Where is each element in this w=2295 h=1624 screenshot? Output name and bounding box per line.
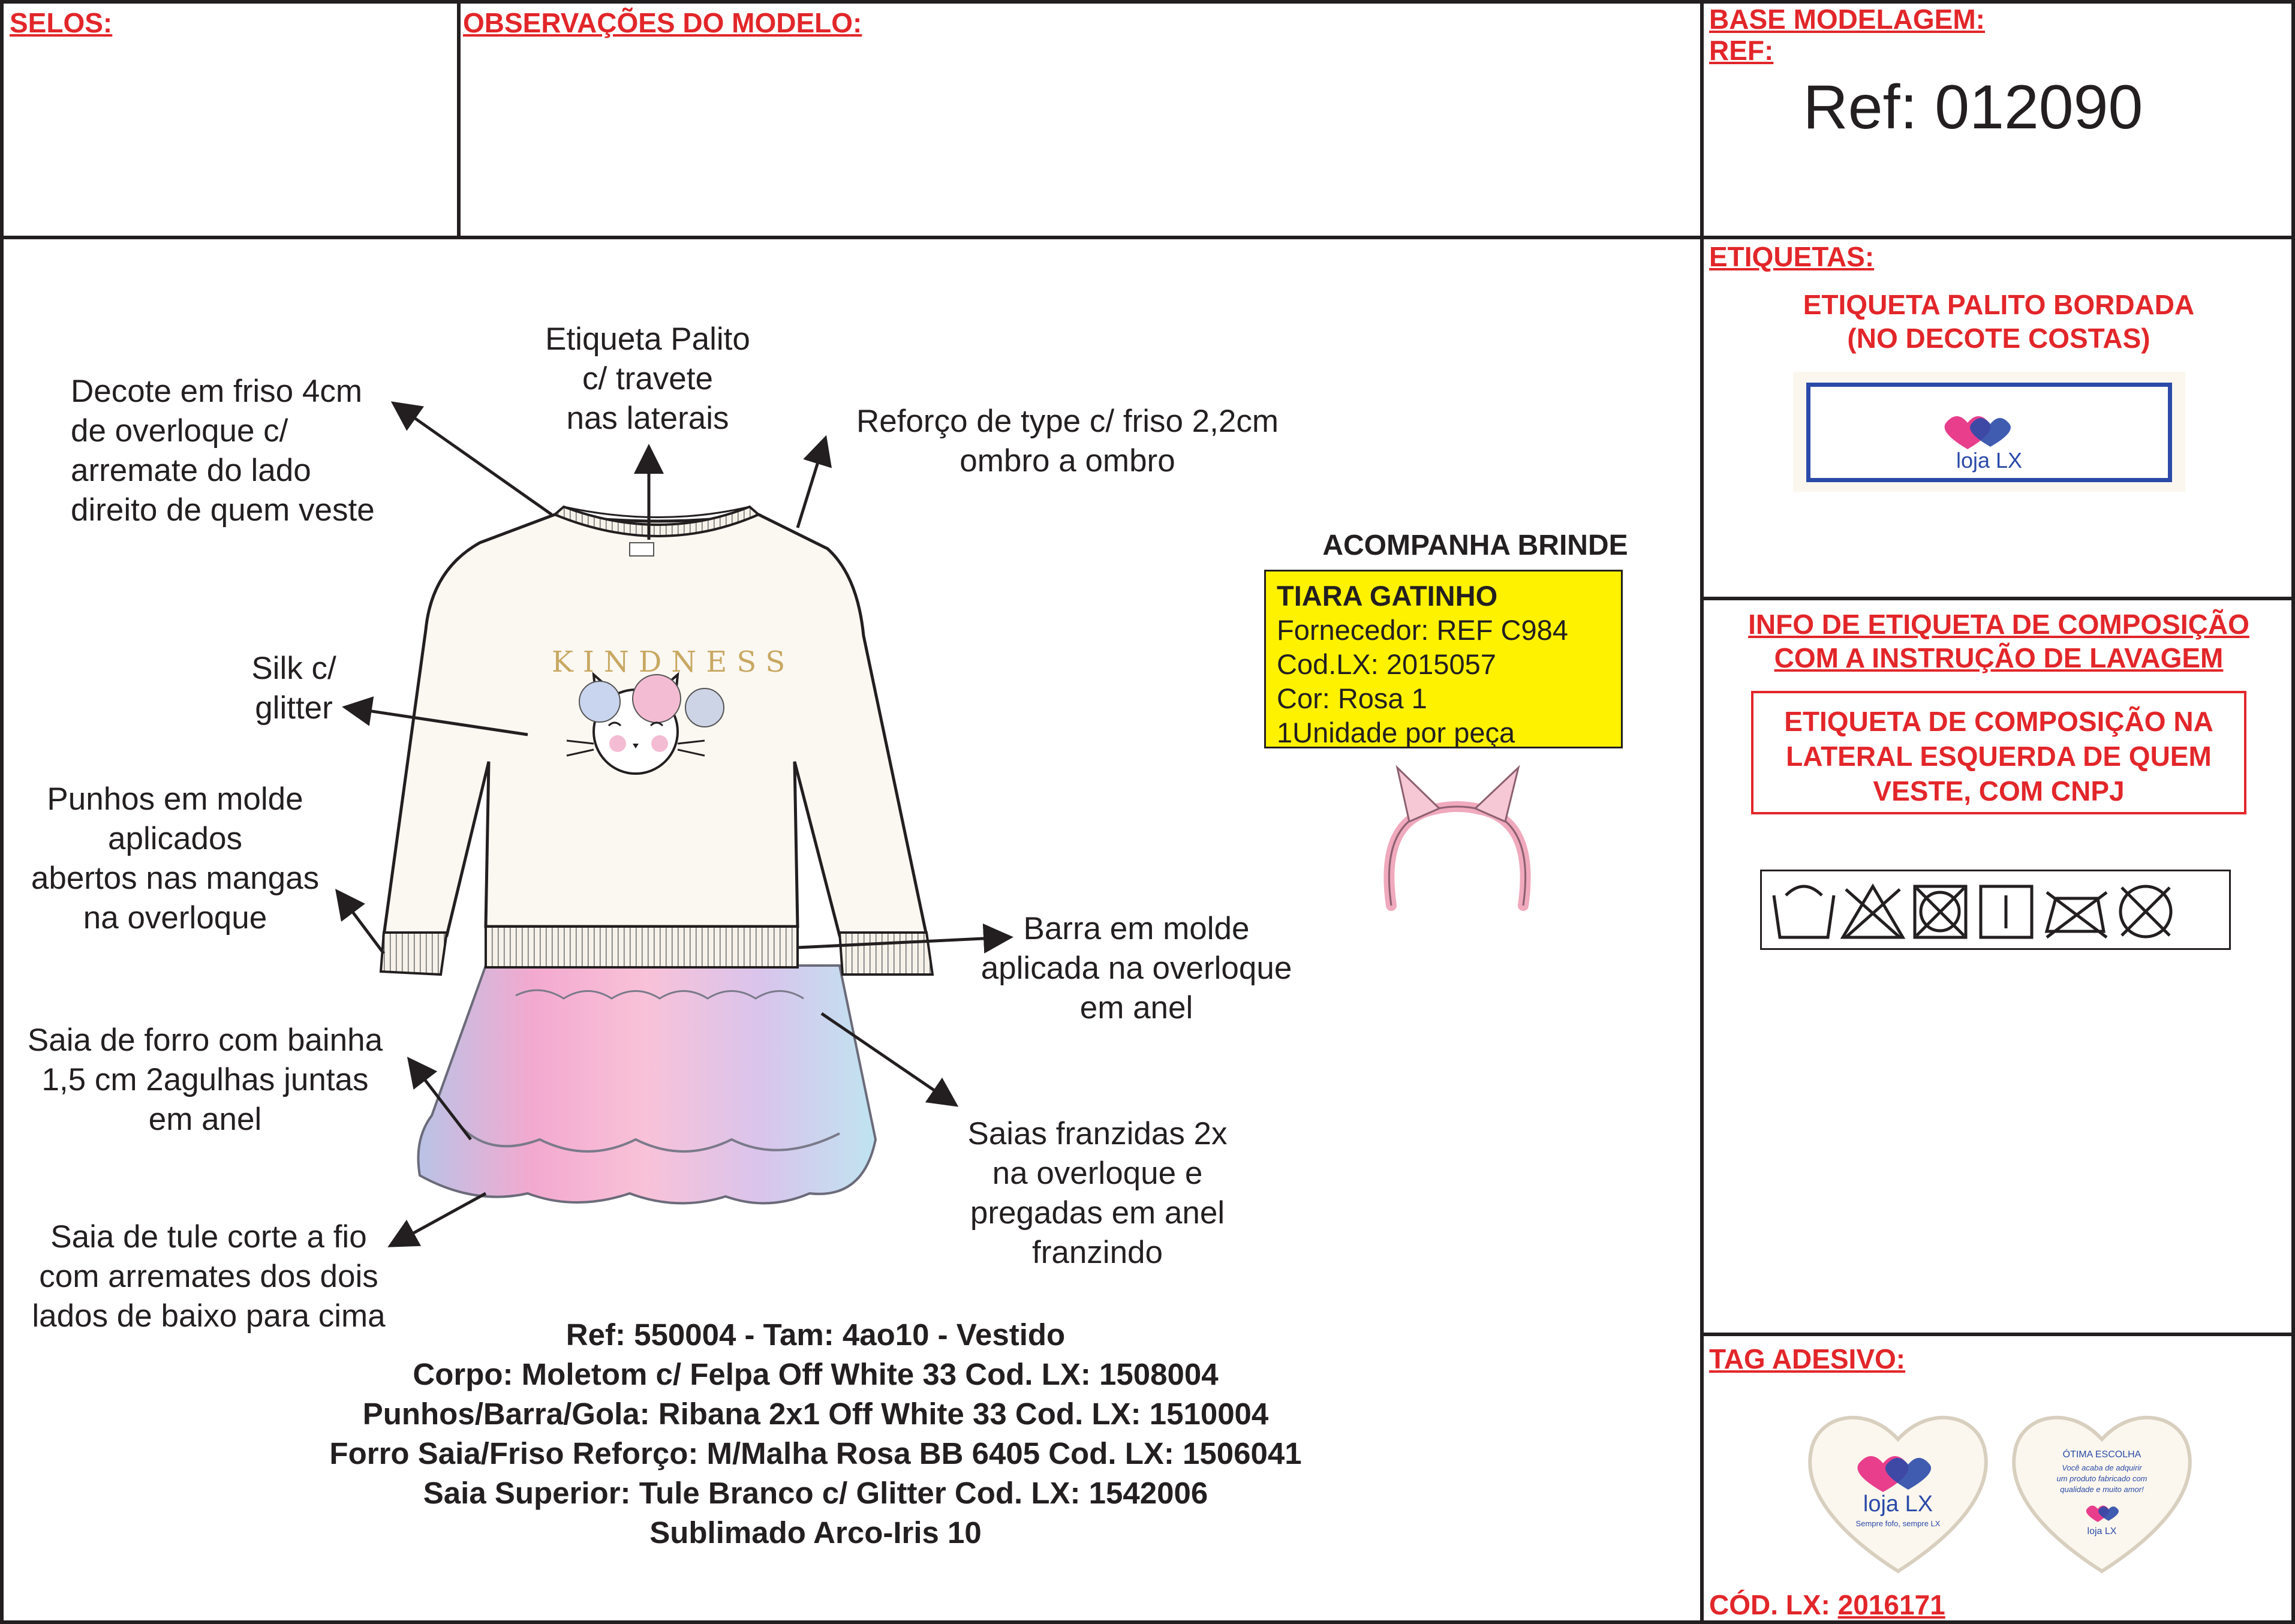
spec-line: Saia Superior: Tule Branco c/ Glitter Co… <box>423 1476 1208 1510</box>
svg-text:loja LX: loja LX <box>1863 1491 1933 1517</box>
base-modelagem-text: BASE MODELAGEM: <box>1709 4 1985 35</box>
brinde-box: TIARA GATINHO Fornecedor: REF C984 Cod.L… <box>1264 570 1623 748</box>
svg-text:loja LX: loja LX <box>1956 448 2022 473</box>
spec-line: Ref: 550004 - Tam: 4ao10 - Vestido <box>566 1318 1066 1352</box>
ref-label: REF: <box>1709 35 1774 66</box>
svg-text:Sempre fofo, sempre LX: Sempre fofo, sempre LX <box>1856 1519 1941 1528</box>
etiqueta-palito-title: ETIQUETA PALITO BORDADA(NO DECOTE COSTAS… <box>1803 289 2195 354</box>
spec-line: Forro Saia/Friso Reforço: M/Malha Rosa B… <box>329 1436 1302 1470</box>
fabric-specs: Ref: 550004 - Tam: 4ao10 - Vestido Corpo… <box>180 1315 1451 1553</box>
loja-lx-logo-icon: loja LX <box>1944 416 2022 473</box>
spec-line: Corpo: Moletom c/ Felpa Off White 33 Cod… <box>413 1357 1219 1391</box>
no-bleach-icon <box>1840 883 1906 939</box>
etiqueta-palito-sample: loja LX <box>1806 383 2172 482</box>
svg-text:loja LX: loja LX <box>2088 1526 2117 1536</box>
svg-text:qualidade e muito amor!: qualidade e muito amor! <box>2060 1485 2144 1494</box>
kindness-text: KINDNESS <box>552 645 795 679</box>
base-modelagem-label: BASE MODELAGEM: REF: <box>1709 4 1985 66</box>
cod-lx: CÓD. LX: 2016171 <box>1709 1589 1945 1620</box>
tiara-headband-icon <box>1383 765 1531 911</box>
annotation-silk: Silk c/glitter <box>251 651 336 726</box>
tag-label: TAG ADESIVO: <box>1709 1343 1906 1375</box>
tag-front-heart-icon: loja LX Sempre fofo, sempre LX <box>1808 1415 1988 1574</box>
brinde-line: Fornecedor: REF C984 <box>1277 614 1568 646</box>
cod-lx-label: CÓD. LX: <box>1709 1589 1830 1620</box>
brinde-line: Cod.LX: 2015057 <box>1277 648 1496 680</box>
brinde-title: ACOMPANHA BRINDE <box>1322 530 1628 561</box>
hand-wash-icon <box>1772 895 1836 939</box>
brinde-name: TIARA GATINHO <box>1277 580 1498 612</box>
care-icons <box>1772 883 2173 939</box>
svg-text:Você acaba de adquirir: Você acaba de adquirir <box>2062 1463 2142 1472</box>
selos-label: SELOS: <box>10 7 113 38</box>
svg-text:um produto fabricado com: um produto fabricado com <box>2056 1474 2147 1483</box>
brinde-line: 1Unidade por peça <box>1277 717 1515 748</box>
no-tumble-dry-icon <box>1913 885 1968 939</box>
dry-icon <box>1979 885 2034 939</box>
care-symbols <box>1760 870 2231 950</box>
tulle-skirt <box>417 964 877 1205</box>
no-dry-clean-icon <box>2119 885 2173 939</box>
svg-text:ÓTIMA ESCOLHA: ÓTIMA ESCOLHA <box>2063 1448 2141 1460</box>
brinde-line: Cor: Rosa 1 <box>1277 682 1427 714</box>
observacoes-label: OBSERVAÇÕES DO MODELO: <box>463 7 862 38</box>
etiquetas-label: ETIQUETAS: <box>1709 241 1875 272</box>
garment-drawing: KINDNESS <box>335 401 1013 1247</box>
cat-print: KINDNESS <box>552 645 795 775</box>
annotation-arrows <box>335 401 1013 1247</box>
spec-line: Sublimado Arco-Iris 10 <box>649 1515 982 1550</box>
spec-line: Punhos/Barra/Gola: Ribana 2x1 Off White … <box>362 1397 1269 1431</box>
tag-back-heart-icon: ÓTIMA ESCOLHA Você acaba de adquirir um … <box>2012 1415 2192 1574</box>
cod-lx-value: 2016171 <box>1837 1589 1945 1620</box>
ref-value: Ref: 012090 <box>1803 73 2143 142</box>
